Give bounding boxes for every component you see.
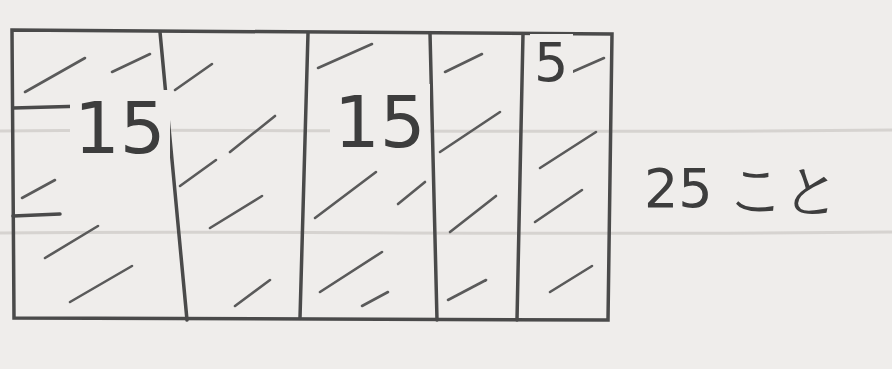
segment-number: 15 xyxy=(330,84,430,160)
bar-segment: 5 xyxy=(526,30,577,96)
bar-segment: 15 xyxy=(66,86,174,170)
side-note: 25 こと xyxy=(640,160,844,218)
segment-number: 15 xyxy=(70,90,170,166)
segment-number: 5 xyxy=(530,34,573,92)
bar-outline xyxy=(12,30,612,320)
bar-segment: 15 xyxy=(326,80,434,164)
hatching xyxy=(22,44,604,306)
